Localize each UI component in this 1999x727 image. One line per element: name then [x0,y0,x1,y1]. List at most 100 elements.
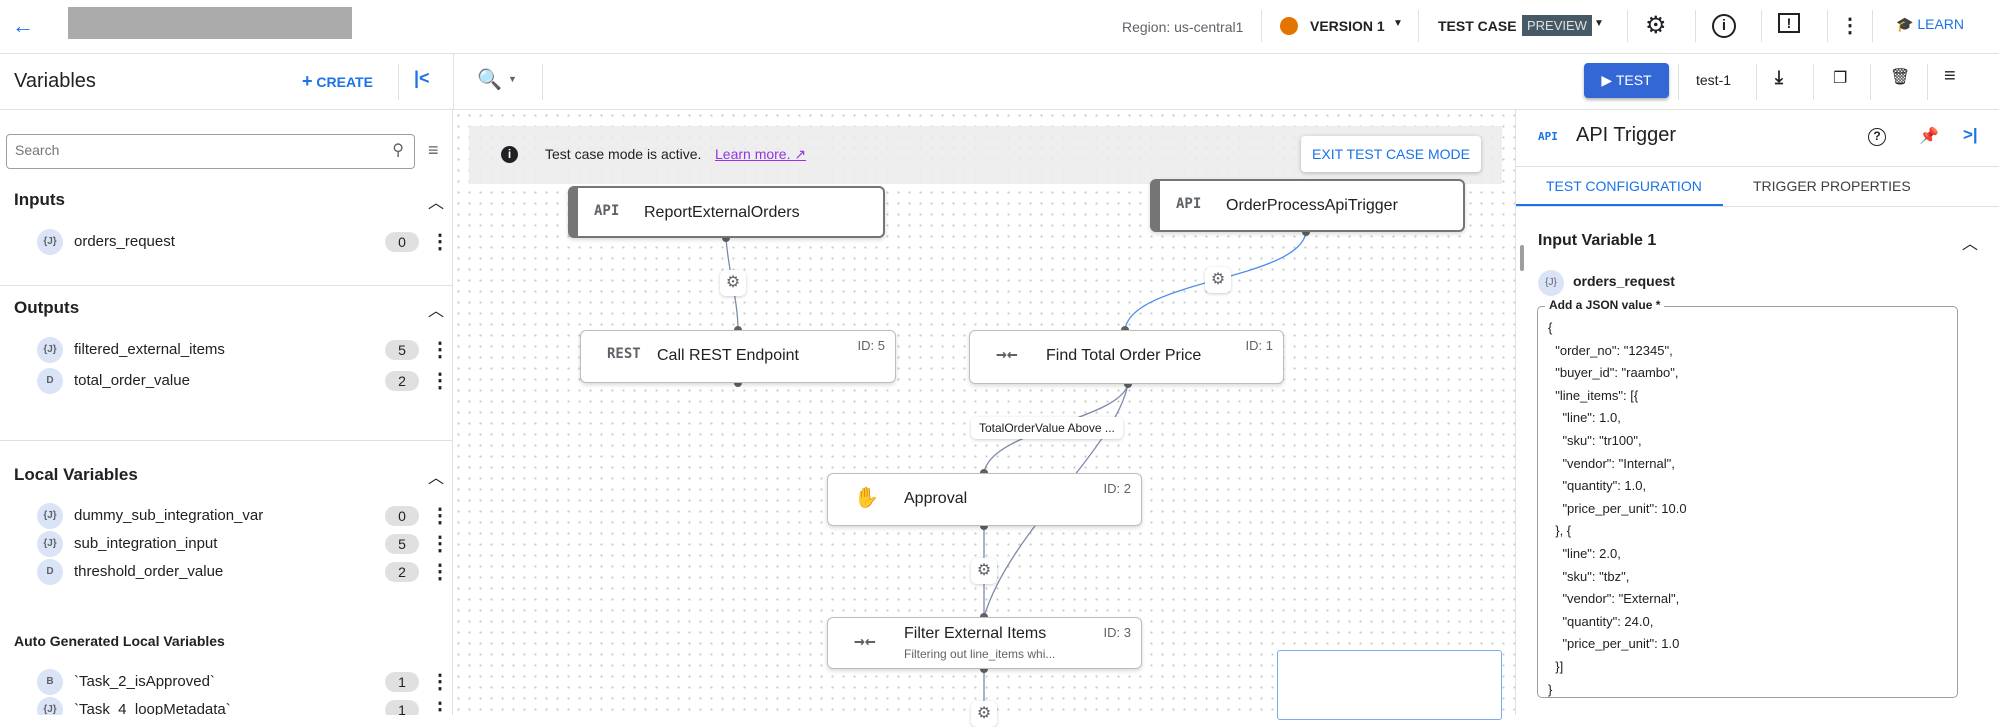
variable-name: dummy_sub_integration_var [74,507,264,524]
variable-name: `Task_4_loopMetadata` [74,701,231,715]
chevron-up-icon[interactable]: ︿ [428,195,445,212]
node-subtitle: Filtering out line_items whi... [904,647,1056,661]
chevron-up-icon[interactable]: ︿ [428,470,445,487]
json-type-icon: {J} [37,697,63,715]
collapse-sidebar-icon[interactable]: |< [414,68,430,88]
more-vert-icon[interactable]: ⋮ [430,370,450,392]
create-variable-button[interactable]: + CREATE [302,71,373,91]
double-type-icon: D [37,559,63,585]
node-title: Find Total Order Price [1046,347,1202,364]
caret-down-icon[interactable]: ▼ [1594,18,1604,29]
minimap[interactable] [1277,650,1502,720]
usage-count: 5 [385,340,419,360]
task-node-call-rest-endpoint[interactable]: REST Call REST Endpoint ID: 5 [580,330,896,383]
merge-arrows-icon: →← [854,631,876,652]
settings-gear-icon[interactable]: ⚙ [1645,12,1667,39]
more-vert-icon[interactable]: ⋮ [430,671,450,693]
edge-gear-icon[interactable]: ⚙ [971,558,997,584]
learn-more-link[interactable]: Learn more. ↗ [715,146,806,163]
trigger-node-order-process-api[interactable]: API OrderProcessApiTrigger [1150,179,1465,232]
node-title: Filter External Items [904,625,1047,642]
tab-test-configuration[interactable]: TEST CONFIGURATION [1546,178,1702,194]
variable-name: filtered_external_items [74,341,225,358]
task-node-find-total-order-price[interactable]: →← Find Total Order Price ID: 1 [969,330,1284,384]
caret-down-icon[interactable]: ▼ [1393,18,1403,29]
delete-icon[interactable]: 🗑 [1890,69,1911,86]
create-label: CREATE [316,74,373,90]
edge-condition-label[interactable]: TotalOrderValue Above ... [971,417,1123,439]
learn-button[interactable]: 🎓 LEARN [1896,16,1964,33]
copy-icon[interactable]: ❐ [1833,70,1848,87]
api-icon: API [594,203,620,219]
version-dropdown[interactable]: VERSION 1 [1310,18,1385,34]
usage-count: 0 [385,506,419,526]
help-icon[interactable]: ? [1868,128,1886,146]
list-item[interactable]: {J} filtered_external_items 5 ⋮ [0,336,452,364]
variables-title: Variables [14,70,96,92]
edge-gear-icon[interactable]: ⚙ [720,270,746,296]
list-item[interactable]: {J} `Task_4_loopMetadata` 1 ⋮ [0,696,452,715]
info-icon: i [501,146,518,163]
zoom-icon[interactable]: 🔍 [477,69,502,91]
toolbar: Variables + CREATE |< 🔍 ▼ ▶ TEST test-1 … [0,54,1999,110]
more-vert-icon[interactable]: ⋮ [430,231,450,253]
search-box[interactable]: ⚲ [6,134,415,169]
task-node-filter-external-items[interactable]: →← Filter External Items Filtering out l… [827,617,1142,669]
pin-icon[interactable]: 📌 [1919,128,1939,145]
more-vert-icon[interactable]: ⋮ [430,339,450,361]
tab-trigger-properties[interactable]: TRIGGER PROPERTIES [1753,178,1911,194]
boolean-type-icon: B [37,669,63,695]
more-vert-icon[interactable]: ⋮ [430,533,450,555]
search-input[interactable] [15,142,355,158]
exit-test-case-mode-button[interactable]: EXIT TEST CASE MODE [1301,136,1481,172]
variable-name: orders_request [74,233,175,250]
more-vert-icon[interactable]: ⋮ [430,505,450,527]
back-arrow-icon[interactable]: ← [12,13,34,38]
task-node-approval[interactable]: ✋ Approval ID: 2 [827,473,1142,526]
more-vert-icon[interactable]: ⋮ [430,561,450,583]
test-case-dropdown[interactable]: TEST CASE [1438,18,1517,34]
section-local-variables: Local Variables [14,465,138,484]
node-title: Call REST Endpoint [657,347,799,364]
edge-gear-icon[interactable]: ⚙ [971,701,997,727]
chevron-up-icon[interactable]: ︿ [1962,236,1979,253]
play-icon: ▶ [1601,72,1613,88]
section-auto-generated: Auto Generated Local Variables [14,633,225,649]
edge-gear-icon[interactable]: ⚙ [1205,267,1231,293]
test-button[interactable]: ▶ TEST [1584,63,1669,98]
usage-count: 1 [385,700,419,715]
node-id: ID: 3 [1103,625,1131,640]
properties-panel: API API Trigger ? 📌 >| TEST CONFIGURATIO… [1515,110,1999,715]
close-panel-icon[interactable]: >| [1963,125,1978,144]
resize-handle[interactable] [1520,245,1524,271]
learn-more-label: Learn more. [715,146,791,162]
node-title: OrderProcessApiTrigger [1226,197,1398,214]
chevron-up-icon[interactable]: ︿ [428,303,445,320]
trigger-node-report-external-orders[interactable]: API ReportExternalOrders [568,186,885,238]
school-icon: 🎓 [1896,16,1914,32]
section-title: Input Variable 1 [1538,232,1657,249]
download-icon[interactable]: ⤓ [1775,67,1783,87]
more-vert-icon[interactable]: ⋮ [1840,15,1860,37]
section-outputs: Outputs [14,298,80,317]
menu-lines-icon[interactable]: ≡ [1944,65,1956,87]
caret-down-icon[interactable]: ▼ [508,74,517,84]
merge-arrows-icon: →← [996,344,1018,365]
usage-count: 0 [385,232,419,252]
search-icon[interactable]: ⚲ [392,142,404,159]
sort-filter-icon[interactable]: ≡ [428,140,439,160]
json-type-icon: {J} [37,337,63,363]
json-type-icon: {J} [37,531,63,557]
json-value-textarea[interactable]: { "order_no": "12345", "buyer_id": "raam… [1537,306,1958,698]
usage-count: 2 [385,371,419,391]
variable-name: threshold_order_value [74,563,224,580]
feedback-icon[interactable]: ! [1778,13,1800,33]
list-item[interactable]: B`Task_2_isApproved`1⋮ [0,668,452,696]
info-icon[interactable]: i [1712,14,1736,38]
more-vert-icon[interactable]: ⋮ [430,699,450,715]
